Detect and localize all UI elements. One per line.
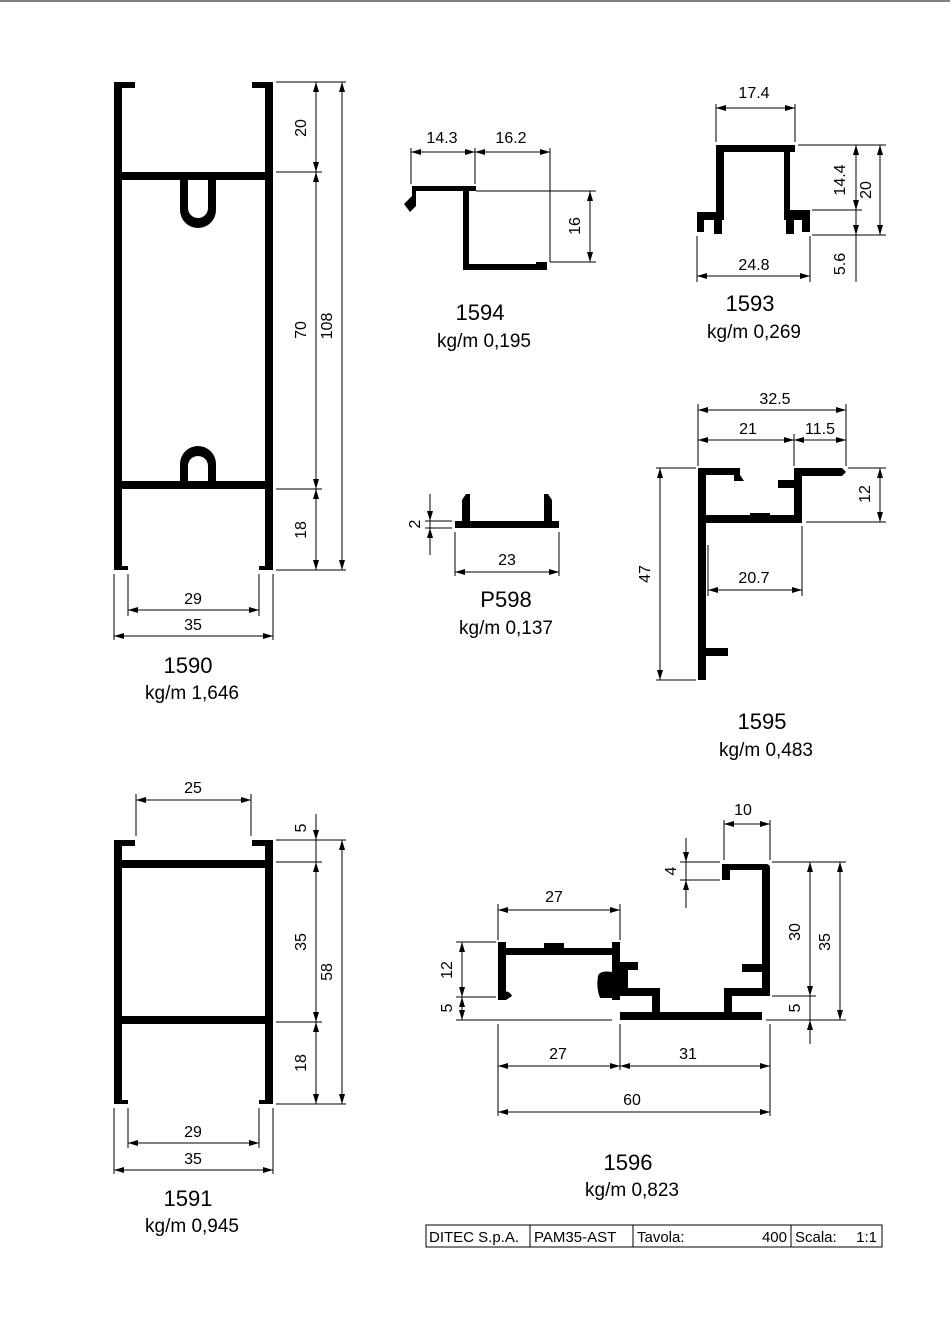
profile-P598: 2 23 P598 kg/m 0,137 [407, 494, 559, 639]
dim-1596-w27b: 27 [549, 1046, 567, 1063]
dim-1591-inner: 29 [184, 1124, 202, 1141]
profile-1590-left-wall [114, 82, 135, 570]
profile-1595: 32.5 21 11.5 12 47 20.7 1595 kg/m 0,483 [637, 391, 886, 761]
dim-1595-w1: 21 [739, 421, 757, 438]
profile-weight-1596: kg/m 0,823 [585, 1180, 679, 1201]
dim-P598-h: 2 [407, 519, 424, 528]
dim-1595-h: 47 [637, 565, 654, 583]
profile-code-1593: 1593 [726, 291, 775, 316]
profile-code-1590: 1590 [164, 653, 213, 678]
profile-code-1595: 1595 [738, 709, 787, 734]
profile-code-1591: 1591 [164, 1186, 213, 1211]
dim-1593-h3: 5.6 [832, 253, 849, 275]
dim-1591-outer: 35 [184, 1151, 202, 1168]
dim-1590-h2: 70 [293, 321, 310, 339]
dim-1596-h12: 12 [439, 961, 456, 979]
dim-1596-w31: 31 [679, 1046, 697, 1063]
dim-1595-total: 32.5 [759, 391, 790, 408]
title-block-scala-value: 1:1 [856, 1229, 877, 1246]
dim-1595-inner: 20.7 [738, 570, 769, 587]
dim-1596-h30: 30 [787, 923, 804, 941]
dim-1594-w1: 14.3 [426, 130, 457, 147]
profile-1590: 20 70 18 108 29 35 1590 kg/m 1,646 [114, 82, 346, 704]
profile-1593: 17.4 24.8 14.4 20 5.6 1593 kg/m 0,269 [697, 85, 886, 343]
dim-1594-h: 16 [567, 217, 584, 235]
profile-weight-1595: kg/m 0,483 [719, 740, 813, 761]
dim-1590-h1: 20 [293, 119, 310, 137]
dim-1595-w2: 11.5 [805, 421, 835, 438]
dim-P598-w: 23 [498, 552, 516, 569]
title-block-tavola-label: Tavola: [637, 1229, 685, 1246]
profile-weight-1591: kg/m 0,945 [145, 1216, 239, 1237]
profile-1591: 25 5 35 18 58 29 35 1591 kg/m 0,945 [114, 780, 346, 1237]
dim-1593-top: 17.4 [738, 85, 769, 102]
dim-1593-h1: 14.4 [832, 164, 849, 195]
dim-1590-h3: 18 [293, 521, 310, 539]
profile-code-1596: 1596 [604, 1150, 653, 1175]
profile-1590-right-wall [252, 82, 273, 570]
title-block-tavola-value: 400 [762, 1229, 787, 1246]
profile-weight-1594: kg/m 0,195 [437, 331, 531, 352]
profile-code-P598: P598 [480, 587, 531, 612]
dim-1594-w2: 16.2 [495, 130, 526, 147]
dim-1591-h2: 35 [293, 933, 310, 951]
dim-1596-w60: 60 [623, 1092, 641, 1109]
title-block-scala-label: Scala: [795, 1229, 837, 1246]
dim-1596-h35: 35 [817, 933, 834, 951]
dim-1591-h3: 18 [293, 1054, 310, 1072]
profile-1596: 10 4 27 12 5 30 35 5 27 31 60 [439, 802, 846, 1201]
dim-1590-total: 108 [319, 313, 336, 340]
dim-1596-top: 10 [734, 802, 752, 819]
dim-1593-h2: 20 [858, 181, 875, 199]
dim-1596-h5b: 5 [787, 1003, 804, 1012]
profile-code-1594: 1594 [456, 300, 505, 325]
dim-1590-outer: 35 [184, 617, 202, 634]
dim-1591-h1: 5 [293, 823, 310, 832]
dim-1593-bottom: 24.8 [738, 257, 769, 274]
dim-1596-h5a: 5 [439, 1003, 456, 1012]
dim-1590-inner: 29 [184, 591, 202, 608]
title-block-company: DITEC S.p.A. [429, 1229, 519, 1246]
title-block: DITEC S.p.A. PAM35-AST Tavola: 400 Scala… [426, 1225, 882, 1247]
dim-1591-total: 58 [319, 963, 336, 981]
profile-1594: 14.3 16.2 16 1594 kg/m 0,195 [404, 130, 596, 352]
dim-1596-w27a: 27 [545, 889, 563, 906]
title-block-series: PAM35-AST [534, 1229, 616, 1246]
profile-weight-P598: kg/m 0,137 [459, 618, 553, 639]
dim-1591-top: 25 [184, 780, 202, 797]
profile-weight-1590: kg/m 1,646 [145, 683, 239, 704]
dim-1595-h1: 12 [857, 485, 874, 503]
profile-weight-1593: kg/m 0,269 [707, 322, 801, 343]
dim-1596-h4: 4 [663, 866, 680, 875]
